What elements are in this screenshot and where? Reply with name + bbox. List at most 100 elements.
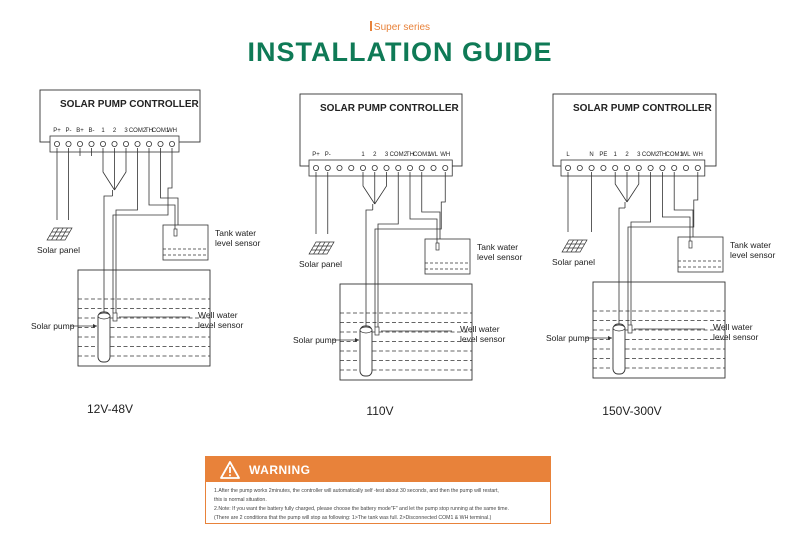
terminal-label: 1	[361, 152, 365, 158]
terminal-label: TH	[658, 152, 666, 158]
voltage-label: 150V-300V	[602, 404, 661, 418]
solar-pump-label: Solar pump	[546, 333, 590, 343]
warning-line: 2.Note: If you want the battery fully ch…	[214, 506, 509, 512]
warning-header: WARNING	[206, 457, 550, 482]
terminal-label: COM2	[390, 152, 408, 158]
motor-wire-3	[626, 172, 640, 203]
terminal-screw	[600, 164, 607, 171]
terminal-screw	[111, 140, 118, 147]
tank-sensor-label: level sensor	[477, 252, 523, 262]
warning-box: WARNING 1.After the pump works 2minutes,…	[205, 456, 551, 524]
terminal-label: COM1	[666, 152, 684, 158]
warning-line: 1.After the pump works 2minutes, the con…	[214, 488, 499, 494]
tank-sensor-wire-com1	[160, 148, 179, 225]
tank-box	[677, 236, 724, 273]
solar-panel-label: Solar panel	[299, 259, 342, 269]
terminal-label: B-	[89, 128, 95, 134]
terminal-screw	[54, 140, 61, 147]
terminal-label: WL	[682, 152, 692, 158]
solar-pump-arrowhead	[93, 324, 97, 328]
well-sensor-wire-com2	[115, 148, 138, 313]
terminal-screw	[336, 164, 343, 171]
well-sensor-wire-wh	[627, 172, 699, 325]
solar-panel-cell-line	[317, 242, 326, 254]
terminal-screw	[565, 164, 572, 171]
controller-box	[552, 93, 717, 167]
tank-sensor-float	[688, 240, 693, 249]
terminal-label: 3	[637, 152, 641, 158]
solar-pump-body	[359, 325, 373, 377]
well-sensor-label: level sensor	[713, 332, 759, 342]
well-sensor-label: level sensor	[198, 320, 244, 330]
terminal-screw	[671, 164, 678, 171]
well-sensor-label: Well water	[460, 324, 500, 334]
terminal-label: WH	[693, 152, 703, 158]
terminal-label: TH	[145, 128, 153, 134]
motor-wire-1	[614, 172, 628, 203]
solar-pump-head	[359, 326, 373, 334]
terminal-screw	[647, 164, 654, 171]
solar-panel-label: Solar panel	[37, 245, 80, 255]
warning-text: 1.After the pump works 2minutes, the con…	[206, 482, 550, 523]
terminal-label: TH	[406, 152, 414, 158]
solar-panel-icon	[308, 241, 335, 255]
well-sensor-label: Well water	[198, 310, 238, 320]
motor-wire-3	[374, 172, 387, 205]
controller-box	[39, 89, 201, 143]
terminal-screw	[371, 164, 378, 171]
page-title: INSTALLATION GUIDE	[247, 37, 553, 67]
terminal-label: PE	[599, 152, 607, 158]
terminal-screw	[312, 164, 319, 171]
pump-cable	[103, 195, 113, 312]
terminal-label: 1	[101, 128, 105, 134]
solar-pump-body	[612, 323, 626, 375]
solar-panel-cell-line	[55, 228, 64, 240]
terminal-label: P-	[325, 152, 331, 158]
tank-sensor-label: Tank water	[215, 228, 256, 238]
terminal-screw	[659, 164, 666, 171]
tank-sensor-label: Tank water	[477, 242, 518, 252]
tank-sensor-wire-th	[148, 148, 176, 229]
tank-box	[424, 238, 471, 275]
terminal-label: 1	[614, 152, 618, 158]
terminal-label: 2	[373, 152, 377, 158]
terminal-label: WH	[167, 128, 177, 134]
terminal-screw	[635, 164, 642, 171]
well-sensor-float	[627, 324, 633, 334]
tank-sensor-float	[435, 242, 440, 251]
terminal-screw	[77, 140, 84, 147]
motor-wire-1	[362, 172, 376, 205]
pump-cable	[365, 209, 373, 326]
terminal-label: WH	[440, 152, 450, 158]
solar-pump-arrowhead	[608, 336, 612, 340]
warning-title: WARNING	[249, 462, 311, 477]
terminal-label: L	[566, 152, 570, 158]
controller-title: SOLAR PUMP CONTROLLER	[60, 99, 199, 110]
tank-sensor-wire-th	[409, 172, 438, 243]
terminal-screw	[442, 164, 449, 171]
terminal-label: 3	[124, 128, 128, 134]
terminal-label: WL	[429, 152, 439, 158]
terminal-screw	[683, 164, 690, 171]
tank-box	[162, 224, 209, 261]
warning-icon	[220, 460, 240, 479]
solar-panel-cell-line	[322, 242, 330, 254]
series-text: Super series	[373, 22, 431, 33]
terminal-label: 3	[385, 152, 389, 158]
terminal-screw	[406, 164, 413, 171]
solar-panel-cell-line	[51, 228, 59, 240]
terminal-screw	[157, 140, 164, 147]
terminal-label: 2	[113, 128, 117, 134]
terminal-label: COM1	[413, 152, 431, 158]
terminal-screw	[348, 164, 355, 171]
warning-line: this is normal situation.	[214, 497, 267, 503]
solar-pump-arrowhead	[355, 338, 359, 342]
terminal-label: COM2	[129, 128, 147, 134]
tank-sensor-label: Tank water	[730, 240, 771, 250]
terminal-screw	[612, 164, 619, 171]
terminal-label: B+	[76, 128, 84, 134]
